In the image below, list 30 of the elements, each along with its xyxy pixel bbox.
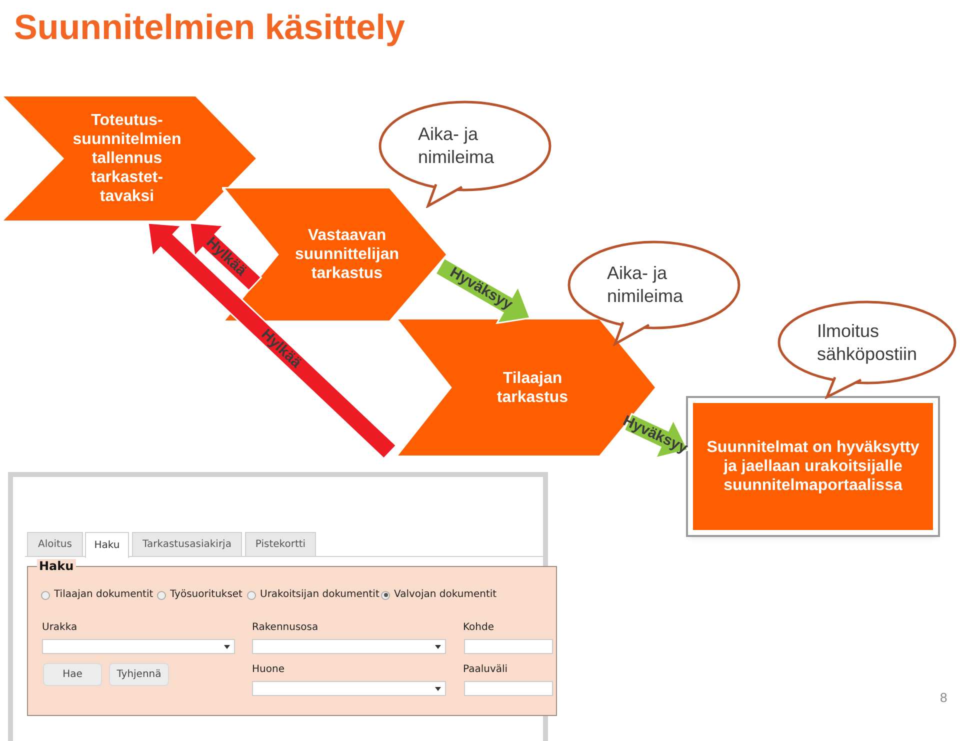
radio-label: Työsuoritukset xyxy=(170,589,242,601)
radio-label: Urakoitsijan dokumentit xyxy=(260,589,380,601)
field-label: Kohde xyxy=(463,622,494,634)
tab: Pistekortti xyxy=(245,532,316,557)
speech-bubble xyxy=(777,300,957,399)
radio-label: Valvojan dokumentit xyxy=(394,589,497,601)
field-label: Paaluväli xyxy=(463,664,508,676)
page-number: 8 xyxy=(940,689,948,707)
field-label: Urakka xyxy=(42,622,78,634)
tab: Tarkastusasiakirja xyxy=(132,532,242,557)
block-arrow xyxy=(147,222,398,460)
form-button: Hae xyxy=(43,663,102,686)
field-label: Rakennusosa xyxy=(252,622,318,634)
field-label: Huone xyxy=(252,664,284,676)
bubble-text: Ilmoitus sähköpostiin xyxy=(816,320,918,366)
speech-bubble xyxy=(378,100,552,208)
step-text: Tilaajan tarkastus xyxy=(496,368,570,406)
bubble-text: Aika- ja nimileima xyxy=(417,123,496,169)
tab: Aloitus xyxy=(27,532,83,557)
speech-bubble xyxy=(567,240,741,346)
step-text: Vastaavan suunnittelijan tarkastus xyxy=(294,226,400,283)
slide-title: Suunnitelmien käsittely xyxy=(14,7,405,49)
active-tab: Haku xyxy=(85,532,129,558)
bubble-text: Aika- ja nimileima xyxy=(606,262,684,308)
fieldset-legend: Haku xyxy=(37,559,76,573)
block-arrow xyxy=(434,257,532,324)
step-text: Toteutus-suunnitelmien tallennus tarkastet-tavaksi xyxy=(72,111,182,206)
radio-label: Tilaajan dokumentit xyxy=(54,589,154,601)
form-button: Tyhjennä xyxy=(109,663,169,686)
result-text: Suunnitelmat on hyväksytty ja jaellaan urakoitsijalle suunnitelmaportaalissa xyxy=(706,438,920,495)
